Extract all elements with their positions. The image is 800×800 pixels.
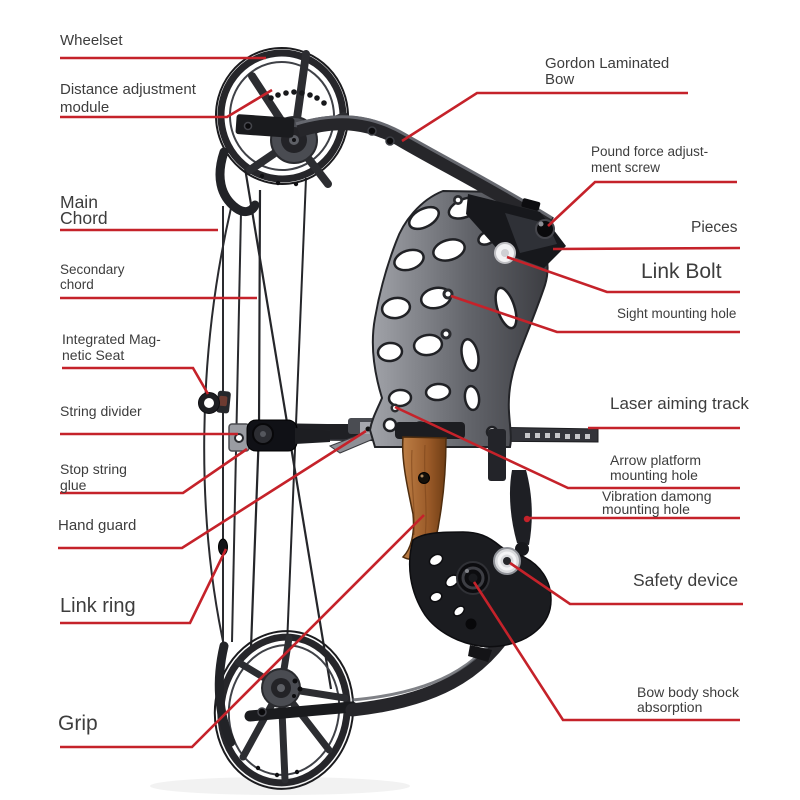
leader-pound-force — [547, 180, 737, 227]
label-string-divider: String divider — [60, 403, 142, 419]
label-pieces: Pieces — [691, 219, 738, 236]
bottom-cam-hub — [261, 668, 303, 708]
string-divider-slide — [228, 419, 330, 452]
leader-link-bolt — [506, 255, 740, 294]
bottom-cam-lobe — [214, 641, 236, 747]
label-sight-hole: Sight mounting hole — [617, 306, 737, 321]
leader-safety-device — [509, 561, 743, 606]
label-safety-device: Safety device — [633, 570, 739, 590]
top-cam-lobe — [215, 147, 260, 217]
label-link-ring: Link ring — [60, 595, 136, 617]
leader-bow-shock — [472, 581, 740, 722]
bottom-limb-fork — [244, 701, 358, 722]
label-main-chord: Main Chord — [60, 192, 108, 228]
leader-arrow-platform — [394, 405, 740, 490]
leader-lines — [58, 56, 743, 749]
leader-sight-hole — [450, 294, 740, 334]
riser-cutout-holes — [376, 196, 518, 439]
lower-pocket — [408, 531, 552, 662]
label-hand-guard: Hand guard — [58, 517, 137, 534]
safety-device — [493, 547, 521, 575]
label-distance-module: Distance adjustment module — [60, 81, 196, 116]
leader-magnetic-seat — [62, 366, 210, 395]
label-arrow-platform: Arrow platform mounting hole — [610, 452, 702, 483]
label-laser-track: Laser aiming track — [610, 394, 749, 413]
label-secondary-chord: Secondary chord — [60, 262, 125, 292]
leader-pieces — [552, 246, 741, 251]
leader-stop-string-glue — [60, 447, 248, 495]
distance-module-bracket — [235, 114, 295, 138]
vibration-damper — [488, 429, 532, 556]
label-pound-force: Pound force adjust- ment screw — [591, 144, 709, 175]
label-stop-string-glue: Stop string glue — [60, 461, 127, 493]
bottom-cam-rim-holes — [255, 765, 300, 778]
label-grip: Grip — [58, 712, 98, 735]
shock-absorber — [456, 561, 490, 595]
leader-gordon-bow — [401, 91, 688, 143]
distance-adjustment-module-dots — [268, 89, 327, 106]
leader-link-ring — [60, 548, 228, 625]
limb-pocket — [466, 194, 566, 268]
label-gordon-bow: Gordon Laminated Bow — [545, 55, 670, 88]
label-vibration: Vibration damong mounting hole — [602, 488, 712, 517]
leader-grip — [60, 514, 425, 749]
label-link-bolt: Link Bolt — [641, 260, 722, 283]
top-cam-rim-holes — [259, 173, 299, 187]
grip — [395, 422, 465, 561]
bottom-axle-bolt — [257, 707, 267, 717]
top-cam-wheel — [214, 47, 350, 185]
leader-hand-guard — [58, 429, 367, 550]
label-magnetic-seat: Integrated Mag- netic Seat — [62, 331, 161, 363]
bracket-bolt — [243, 121, 253, 131]
label-bow-shock: Bow body shock absorption — [637, 684, 739, 715]
leader-vibration-dot — [523, 515, 531, 523]
magnetic-seat-ring — [198, 390, 231, 414]
leader-distance-module — [60, 88, 273, 119]
label-wheelset: Wheelset — [60, 32, 123, 49]
